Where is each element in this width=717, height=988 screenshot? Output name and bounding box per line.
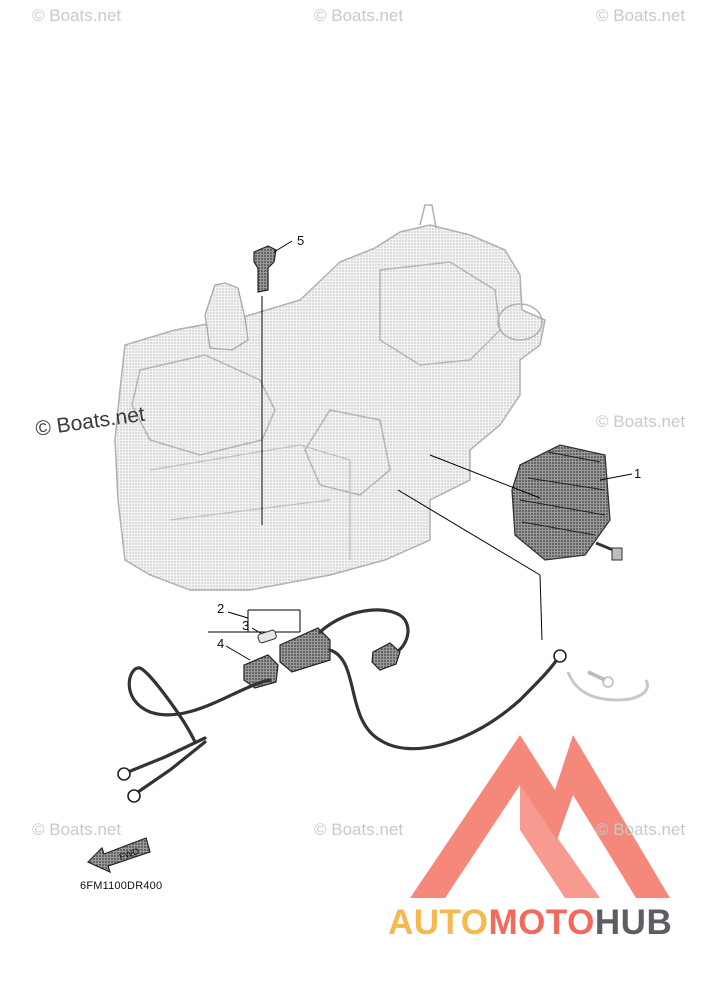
engine-block [114,204,546,591]
watermark-top-right: © Boats.net [596,6,686,25]
logo-wordmark: AUTOMOTOHUB [388,903,672,943]
fuse-part3 [257,629,277,644]
rectifier-regulator-part1 [511,444,633,561]
callout-3: 3 [242,618,250,633]
callout-5: 5 [297,233,305,248]
connector-part5 [253,240,293,525]
logo-hub: HUB [594,903,673,942]
callout-4: 4 [217,636,225,651]
logo-auto: AUTO [388,903,489,942]
fwd-arrow-icon [86,837,151,874]
ring-terminals [117,649,567,803]
diagram-code: 6FM1100DR400 [80,880,163,892]
watermark-bottom-right: © Boats.net [596,820,686,839]
callout-1: 1 [634,466,642,481]
callout-bracket [208,609,301,661]
wiring-harness [126,608,562,794]
leader-lines [397,454,543,641]
logo-moto: MOTO [488,903,595,942]
watermark-bottom-center: © Boats.net [314,820,404,839]
watermark-top-center: © Boats.net [314,6,404,25]
watermark-bottom-left: © Boats.net [32,820,122,839]
watermark-mid-right: © Boats.net [596,412,686,431]
harness-connector [371,642,401,671]
ground-lead [566,670,649,702]
callout-2: 2 [217,601,225,616]
fuse-holder-part2 [279,627,331,673]
logo-mark [410,735,670,898]
watermark-top-left: © Boats.net [32,6,122,25]
